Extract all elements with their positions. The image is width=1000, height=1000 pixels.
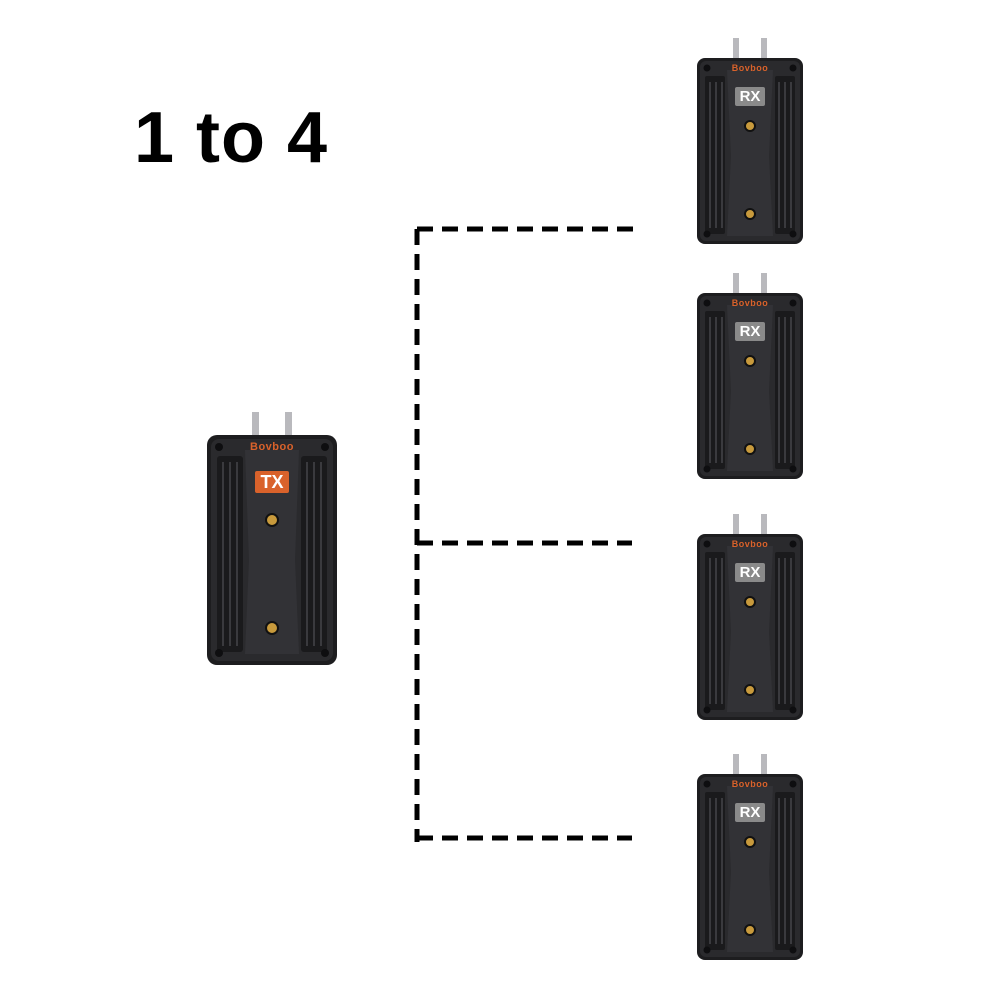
screw-mount-icon	[744, 120, 756, 132]
transmitter-device: Bovboo TX	[207, 410, 337, 665]
rx-badge: RX	[735, 803, 765, 822]
screw-mount-icon	[744, 684, 756, 696]
brand-logo: Bovboo	[250, 441, 294, 453]
receiver-device: Bovboo RX	[697, 36, 803, 244]
brand-logo: Bovboo	[731, 539, 769, 549]
screw-mount-icon	[265, 513, 279, 527]
screw-mount-icon	[744, 596, 756, 608]
rx-badge: RX	[735, 87, 765, 106]
screw-mount-icon	[265, 621, 279, 635]
screw-mount-icon	[744, 208, 756, 220]
receiver-device: Bovboo RX	[697, 752, 803, 960]
screw-mount-icon	[744, 924, 756, 936]
brand-logo: Bovboo	[731, 298, 769, 308]
transmitter-body	[207, 412, 337, 665]
page-title: 1 to 4	[134, 98, 329, 178]
rx-badge: RX	[735, 563, 765, 582]
receiver-device: Bovboo RX	[697, 512, 803, 720]
screw-mount-icon	[744, 443, 756, 455]
screw-mount-icon	[744, 355, 756, 367]
screw-mount-icon	[744, 836, 756, 848]
tx-badge: TX	[255, 471, 289, 493]
brand-logo: Bovboo	[731, 779, 769, 789]
receiver-device: Bovboo RX	[697, 271, 803, 479]
brand-logo: Bovboo	[731, 63, 769, 73]
rx-badge: RX	[735, 322, 765, 341]
